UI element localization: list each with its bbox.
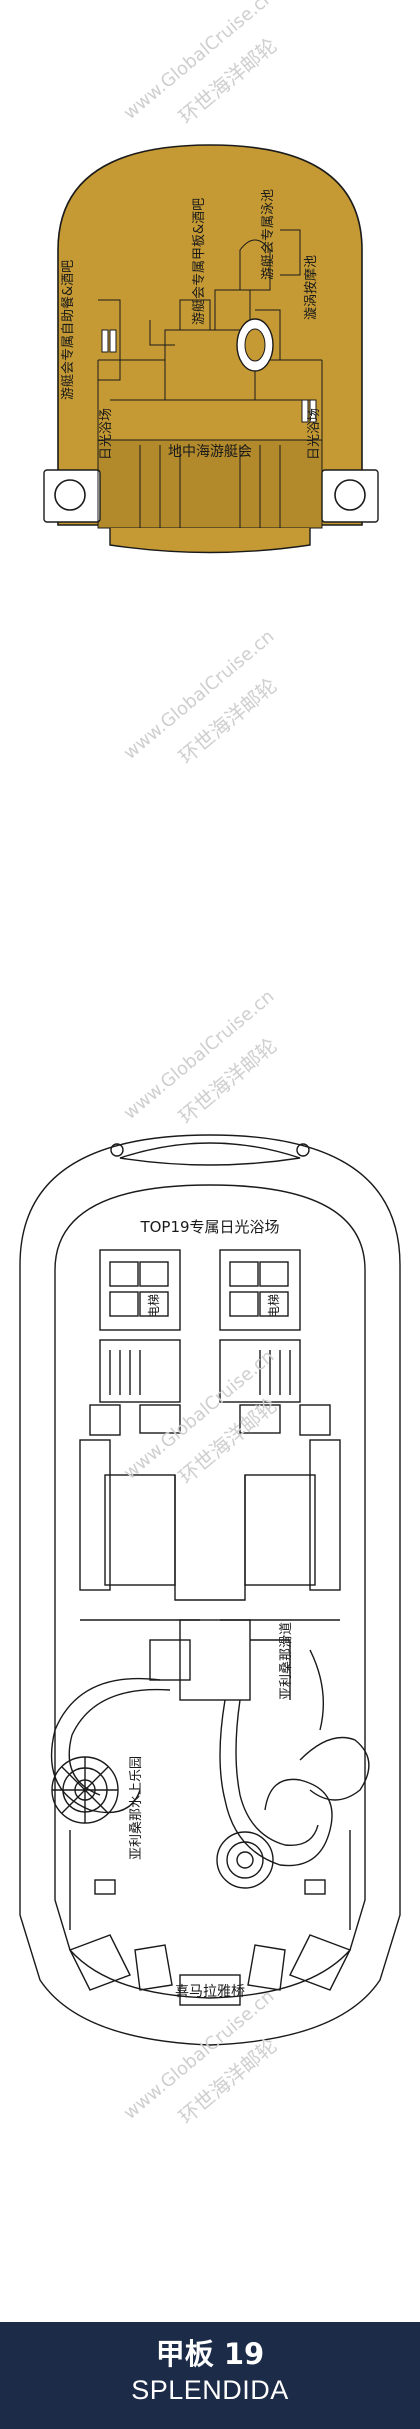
deck-19-hull: [19, 1134, 401, 2046]
label-top19-sun-deck: TOP19专属日光浴场: [139, 1218, 279, 1236]
label-sun-deck-left: 日光浴场: [99, 408, 114, 460]
label-whirlpool: 漩涡按摩池: [303, 255, 319, 320]
label-himalayan-bridge: 喜马拉雅桥: [175, 1984, 245, 2000]
label-yacht-club: 地中海游艇会: [168, 444, 252, 460]
deck-plan: 游艇会专属自助餐&酒吧 游艇会专属甲板&酒吧 游艇会专属泳池 漩涡按摩池 日光浴…: [19, 0, 401, 2129]
label-elevator-left: 电梯: [147, 1294, 161, 1318]
deck-19-area: [19, 1134, 401, 2046]
yacht-club-hull: [57, 144, 363, 526]
deck-footer: 甲板 19 SPLENDIDA: [0, 2322, 420, 2429]
label-elevator-right: 电梯: [267, 1294, 281, 1318]
label-yacht-deck-bar: 游艇会专属甲板&酒吧: [192, 198, 207, 325]
label-yacht-buffet: 游艇会专属自助餐&酒吧: [60, 260, 76, 400]
yacht-club-area: 游艇会专属自助餐&酒吧 游艇会专属甲板&酒吧 游艇会专属泳池 漩涡按摩池 日光浴…: [43, 144, 379, 554]
label-sun-deck-right: 日光浴场: [307, 408, 322, 460]
label-aquapark-right: 亚利桑那滑道: [279, 1622, 294, 1700]
label-yacht-pool: 游艇会专属泳池: [261, 189, 276, 280]
ship-name: SPLENDIDA: [131, 2375, 289, 2405]
deck-number: 甲板 19: [155, 2337, 265, 2371]
label-aquapark-left: 亚利桑那水上乐园: [129, 1756, 144, 1860]
